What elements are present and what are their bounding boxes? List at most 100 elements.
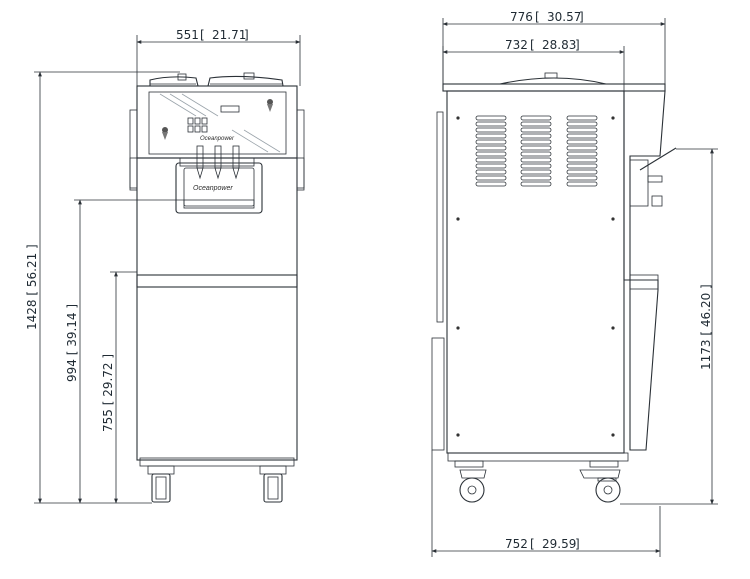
svg-text:[: [ — [535, 10, 540, 24]
total-height-inch: 56.21 — [25, 253, 39, 287]
louvre-slot — [475, 145, 507, 151]
control-buttons — [187, 105, 240, 133]
rivet-dot — [611, 217, 615, 221]
rivet-dot — [456, 217, 460, 221]
overall-depth-mm: 776 — [510, 10, 533, 24]
svg-text:1428 [ 56.21 ]: 1428 [ 56.21 ] — [25, 244, 39, 330]
louvre-slot — [520, 121, 552, 127]
side-rivets — [456, 116, 615, 437]
louvre-slot — [475, 163, 507, 169]
body-depth-inch: 28.83 — [542, 38, 576, 52]
side-rear-vent — [436, 111, 444, 323]
louvre-slot — [566, 169, 598, 175]
base-depth-dimension: 752 [ 29.59 ] — [431, 450, 661, 557]
side-main-body — [446, 90, 625, 454]
handle-height-mm: 1173 — [699, 339, 713, 370]
svg-text:]: ] — [244, 28, 249, 42]
dispenser-assembly — [175, 145, 263, 214]
head-side-vents — [129, 109, 305, 191]
side-base-plinth — [447, 452, 629, 462]
rivet-dot — [456, 116, 460, 120]
louvre-slot — [520, 145, 552, 151]
brand-label-top: Oceanpower — [200, 136, 235, 142]
side-lower-panel — [629, 279, 659, 451]
louvre-slot — [475, 133, 507, 139]
louvre-slot — [475, 175, 507, 181]
overall-depth-inch: 30.57 — [547, 10, 581, 24]
caster-right — [259, 465, 287, 503]
front-width-inch: 21.71 — [212, 28, 246, 42]
side-caster-rear — [454, 460, 487, 503]
svg-text:[: [ — [200, 28, 205, 42]
louvre-slot — [520, 151, 552, 157]
body-side-vent-right — [296, 157, 305, 189]
louvre-slot — [520, 115, 552, 121]
side-top-cap — [442, 83, 666, 92]
hopper-lids — [149, 72, 284, 87]
tray-height-dimension: 755 [ 29.72 ] — [101, 271, 137, 504]
louvre-slot — [475, 115, 507, 121]
rivet-dot — [456, 433, 460, 437]
louvre-slot — [566, 145, 598, 151]
rivet-dot — [456, 326, 460, 330]
front-width-dimension: 551 [ 21.71 ] — [136, 28, 301, 86]
rivet-dot — [611, 433, 615, 437]
side-view: 776 [ 30.57 ] 732 [ 28.83 ] 752 [ 29.59 … — [431, 10, 718, 557]
ice-cream-cone-icon-right — [267, 99, 273, 112]
louvre-slot — [475, 157, 507, 163]
svg-text:[: [ — [530, 38, 535, 52]
louvre-slot — [520, 181, 552, 187]
base-plinth — [139, 457, 295, 467]
svg-text:]: ] — [575, 38, 580, 52]
side-drip-tray — [629, 274, 659, 290]
dispense-handle — [629, 147, 677, 207]
svg-text:994 [ 39.14 ]: 994 [ 39.14 ] — [65, 304, 79, 382]
brand-label-dispenser: Oceanpower — [193, 185, 233, 192]
louvre-slot — [566, 121, 598, 127]
louvre-slot — [520, 139, 552, 145]
base-depth-inch: 29.59 — [542, 537, 576, 551]
tray-height-mm: 755 — [101, 409, 115, 432]
svg-text:]: ] — [579, 10, 584, 24]
machine-body — [136, 157, 298, 461]
louvre-slot — [566, 175, 598, 181]
control-panel — [148, 91, 287, 155]
side-louvres — [475, 115, 598, 187]
louvre-slot — [566, 157, 598, 163]
louvre-slot — [520, 163, 552, 169]
louvre-slot — [566, 139, 598, 145]
louvre-slot — [566, 181, 598, 187]
panel-glare — [159, 93, 281, 153]
louvre-slot — [475, 181, 507, 187]
front-width-mm: 551 — [176, 28, 199, 42]
svg-text:755 [ 29.72 ]: 755 [ 29.72 ] — [101, 354, 115, 432]
body-depth-mm: 732 — [505, 38, 528, 52]
louvre-slot — [520, 175, 552, 181]
side-caster-front — [579, 460, 621, 503]
louvre-slot — [520, 169, 552, 175]
louvre-slot — [520, 127, 552, 133]
louvre-slot — [475, 169, 507, 175]
handle-height-dimension: 1173 [ 46.20 ] — [620, 148, 718, 505]
rivet-dot — [611, 116, 615, 120]
louvre-slot — [520, 157, 552, 163]
louvre-slot — [475, 127, 507, 133]
tray-height-inch: 29.72 — [101, 362, 115, 396]
louvre-slot — [566, 127, 598, 133]
svg-text:[: [ — [530, 537, 535, 551]
rivet-dot — [611, 326, 615, 330]
louvre-slot — [475, 121, 507, 127]
louvre-slot — [566, 133, 598, 139]
front-view: Oceanpower Oceanpower — [25, 28, 305, 504]
total-height-dimension: 1428 [ 56.21 ] — [25, 71, 180, 504]
ice-cream-cone-icon-left — [162, 127, 168, 140]
middle-band — [136, 274, 298, 288]
body-depth-dimension: 732 [ 28.83 ] — [442, 38, 625, 91]
side-rear-box — [431, 337, 445, 451]
louvre-slot — [566, 151, 598, 157]
louvre-slot — [475, 151, 507, 157]
louvre-slot — [475, 139, 507, 145]
caster-left — [147, 465, 175, 503]
louvre-slot — [566, 163, 598, 169]
